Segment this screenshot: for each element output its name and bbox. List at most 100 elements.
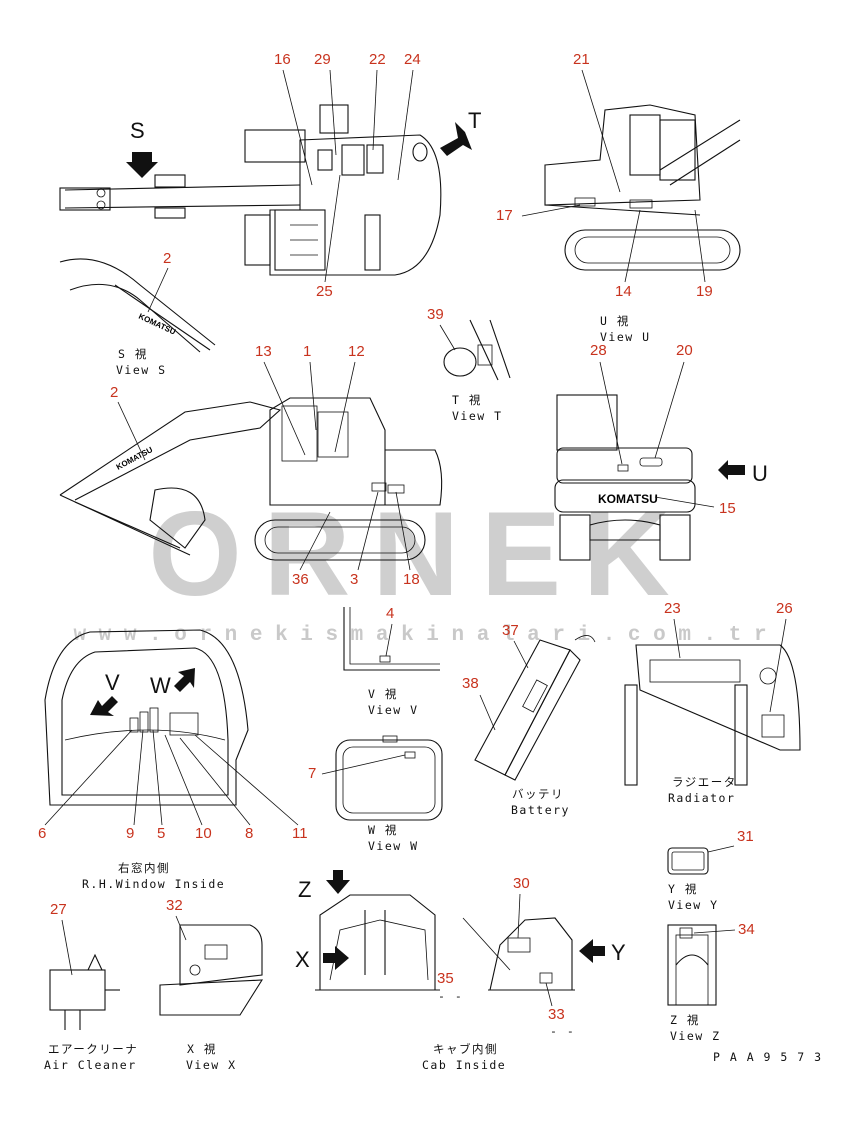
view-t-drawing — [443, 319, 511, 381]
callout-1: 1 — [303, 343, 311, 360]
callout-16: 16 — [274, 51, 291, 68]
caption-battery-en: Battery — [511, 803, 570, 817]
dash-35: - - — [438, 989, 463, 1003]
radiator-drawing — [624, 644, 801, 786]
caption-view-u-en: View U — [600, 330, 651, 344]
view-v-drawing — [343, 607, 440, 671]
arrow-s — [126, 152, 158, 178]
caption-view-w-jp: W 視 — [368, 823, 398, 837]
caption-view-x-en: View X — [186, 1058, 237, 1072]
callout-11: 11 — [292, 825, 308, 842]
caption-view-s-en: View S — [116, 363, 167, 377]
callout-18: 18 — [403, 571, 420, 588]
watermark-brand: ORNEK — [148, 487, 691, 621]
callout-28: 28 — [590, 342, 607, 359]
caption-view-u-jp: U 視 — [600, 314, 630, 328]
callout-6: 6 — [38, 825, 46, 842]
leader-lines-plan — [282, 69, 414, 283]
callout-5: 5 — [157, 825, 165, 842]
caption-radiator-en: Radiator — [668, 791, 735, 805]
view-letter-z: Z — [298, 877, 311, 902]
caption-view-w-en: View W — [368, 839, 419, 853]
callout-15: 15 — [719, 500, 736, 517]
rh-window-drawing — [44, 629, 249, 806]
callout-9: 9 — [126, 825, 134, 842]
leader-lines-window — [44, 729, 299, 826]
arrow-t — [440, 122, 472, 156]
komatsu-decal-rear: KOMATSU — [598, 492, 658, 506]
callout-21: 21 — [573, 51, 590, 68]
leader-lines-rear — [599, 361, 715, 508]
callout-26: 26 — [776, 600, 793, 617]
callout-3: 3 — [350, 571, 358, 588]
callout-30: 30 — [513, 875, 530, 892]
view-letter-t: T — [468, 108, 481, 133]
view-letter-x: X — [295, 947, 310, 972]
callout-20: 20 — [676, 342, 693, 359]
callout-23: 23 — [664, 600, 681, 617]
arrow-w — [174, 668, 195, 692]
arrow-u — [718, 460, 745, 480]
dash-33: - - — [550, 1024, 575, 1038]
callout-38: 38 — [462, 675, 479, 692]
callout-27: 27 — [50, 901, 67, 918]
caption-view-x-jp: X 視 — [187, 1042, 217, 1056]
view-letter-w: W — [150, 673, 171, 698]
air-cleaner-drawing — [49, 953, 120, 1030]
cab-inside-drawing — [315, 894, 440, 991]
caption-view-z-jp: Z 視 — [670, 1013, 700, 1027]
caption-view-v-jp: V 視 — [368, 687, 398, 701]
callout-7: 7 — [308, 765, 316, 782]
callout-17: 17 — [496, 207, 513, 224]
callout-35: 35 — [437, 970, 454, 987]
battery-drawing — [474, 635, 596, 781]
caption-air-en: Air Cleaner — [44, 1058, 137, 1072]
caption-air-jp: エアークリーナ — [48, 1042, 138, 1056]
caption-cab-en: Cab Inside — [422, 1058, 506, 1072]
leader-lines-side — [117, 361, 411, 571]
view-letter-s: S — [130, 118, 145, 143]
callout-25: 25 — [316, 283, 333, 300]
callout-2a: 2 — [163, 250, 171, 267]
caption-view-y-jp: Y 視 — [668, 882, 698, 896]
callout-29: 29 — [314, 51, 331, 68]
caption-battery-jp: バッテリ — [512, 787, 564, 801]
caption-window-jp: 右窓内側 — [118, 861, 170, 875]
view-y-decal — [667, 847, 709, 875]
leader-lines-u — [521, 69, 706, 283]
callout-34: 34 — [738, 921, 755, 938]
callout-10: 10 — [195, 825, 212, 842]
callout-31: 31 — [737, 828, 754, 845]
arrow-y — [579, 939, 605, 963]
plan-view-drawing — [59, 104, 442, 276]
callout-19: 19 — [696, 283, 713, 300]
caption-radiator-jp: ラジエータ — [672, 775, 737, 789]
callout-12: 12 — [348, 343, 365, 360]
view-z-drawing — [667, 924, 717, 1006]
callout-2b: 2 — [110, 384, 118, 401]
doc-code: P A A 9 5 7 3 — [713, 1050, 823, 1064]
view-letter-u: U — [752, 461, 768, 486]
callout-36: 36 — [292, 571, 309, 588]
view-x-drawing — [159, 924, 264, 1016]
callout-14: 14 — [615, 283, 632, 300]
arrow-v — [90, 696, 118, 716]
caption-view-z-en: View Z — [670, 1029, 721, 1043]
arrow-z — [326, 870, 350, 894]
callout-22: 22 — [369, 51, 386, 68]
callout-37: 37 — [502, 622, 519, 639]
view-s-drawing: KOMATSU — [59, 258, 216, 353]
watermark-url: w w w . o r n e k i s m a k i n a l a r … — [73, 624, 766, 647]
komatsu-decal-side: KOMATSU — [115, 445, 155, 472]
callout-32: 32 — [166, 897, 183, 914]
watermark: ORNEK w w w . o r n e k i s m a k i n a … — [73, 487, 766, 647]
view-u-side-drawing — [544, 104, 741, 271]
callout-13: 13 — [255, 343, 272, 360]
caption-window-en: R.H.Window Inside — [82, 877, 225, 891]
caption-cab-jp: キャブ内側 — [433, 1042, 498, 1056]
caption-view-t-jp: T 視 — [452, 393, 482, 407]
view-w-drawing — [335, 735, 443, 821]
view-letter-v: V — [105, 670, 120, 695]
cab-inside-right-drawing — [462, 917, 575, 991]
caption-view-v-en: View V — [368, 703, 419, 717]
